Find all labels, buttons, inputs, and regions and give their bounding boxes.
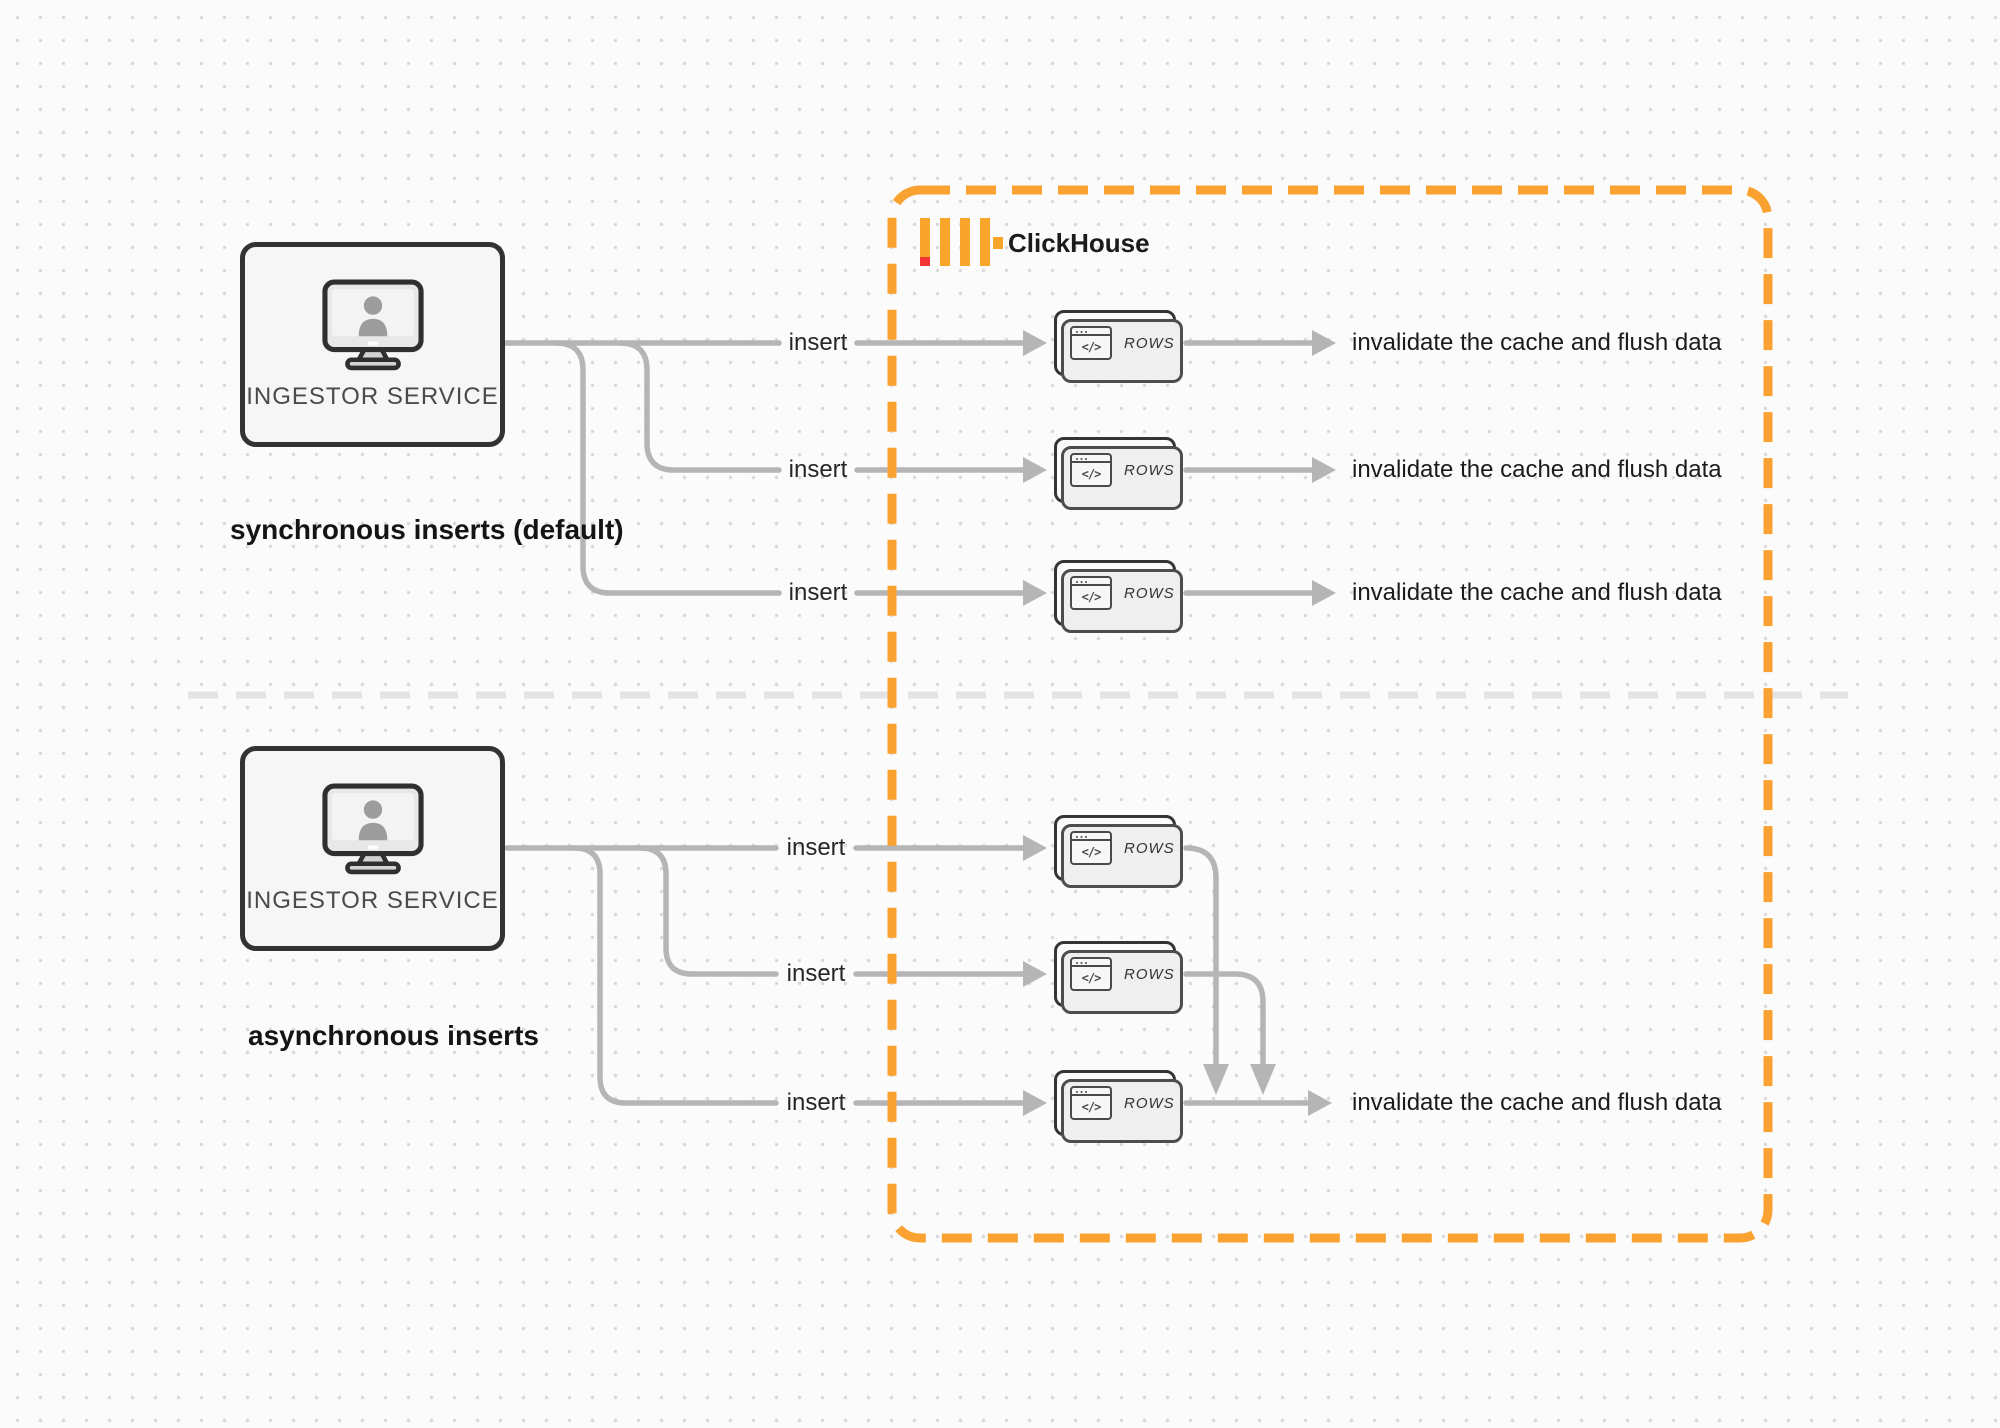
insert-edge-label: insert	[786, 960, 846, 987]
insert-edge-label: insert	[788, 329, 848, 356]
service-label: INGESTOR SERVICE	[246, 886, 499, 914]
sync-ingestor-service-node: INGESTOR SERVICE	[240, 242, 505, 447]
code-window-icon: </>	[1070, 1086, 1112, 1120]
code-window-icon: </>	[1070, 831, 1112, 865]
rows-label: ROWS	[1124, 334, 1175, 352]
async-arrowheads	[1023, 835, 1332, 1116]
rows-table-node: </> ROWS	[1054, 1070, 1183, 1143]
sync-section-caption: synchronous inserts (default)	[230, 514, 624, 545]
sync-connector-lines	[502, 340, 1317, 596]
rows-table-node: </> ROWS	[1054, 310, 1183, 383]
result-edge-label: invalidate the cache and flush data	[1352, 456, 1722, 483]
insert-edge-label: insert	[788, 579, 848, 606]
result-edge-label: invalidate the cache and flush data	[1352, 579, 1722, 606]
monitor-user-icon	[321, 783, 424, 874]
insert-edge-label: insert	[786, 834, 846, 861]
code-glyph: </>	[1081, 467, 1102, 481]
code-glyph: </>	[1081, 590, 1102, 604]
clickhouse-wordmark: ClickHouse	[1008, 228, 1150, 258]
service-label: INGESTOR SERVICE	[246, 382, 499, 410]
rows-label: ROWS	[1124, 1094, 1175, 1112]
insert-edge-label: insert	[788, 456, 848, 483]
rows-label: ROWS	[1124, 584, 1175, 602]
result-edge-label: invalidate the cache and flush data	[1352, 329, 1722, 356]
rows-label: ROWS	[1124, 461, 1175, 479]
rows-table-node: </> ROWS	[1054, 941, 1183, 1014]
code-window-icon: </>	[1070, 576, 1112, 610]
rows-label: ROWS	[1124, 839, 1175, 857]
rows-table-node: </> ROWS	[1054, 815, 1183, 888]
code-glyph: </>	[1081, 340, 1102, 354]
code-window-icon: </>	[1070, 453, 1112, 487]
monitor-user-icon	[321, 279, 424, 370]
insert-edge-label: insert	[786, 1089, 846, 1116]
rows-table-node: </> ROWS	[1054, 437, 1183, 510]
async-section-caption: asynchronous inserts	[248, 1020, 539, 1051]
async-connector-lines	[504, 845, 1313, 1106]
code-window-icon: </>	[1070, 326, 1112, 360]
code-glyph: </>	[1081, 845, 1102, 859]
async-ingestor-service-node: INGESTOR SERVICE	[240, 746, 505, 951]
sync-arrowheads	[1023, 330, 1336, 606]
code-glyph: </>	[1081, 1100, 1102, 1114]
result-edge-label: invalidate the cache and flush data	[1352, 1089, 1722, 1116]
rows-table-node: </> ROWS	[1054, 560, 1183, 633]
code-glyph: </>	[1081, 971, 1102, 985]
code-window-icon: </>	[1070, 957, 1112, 991]
rows-label: ROWS	[1124, 965, 1175, 983]
clickhouse-logo-icon	[920, 218, 1003, 266]
clickhouse-boundary-box	[887, 185, 1773, 1243]
